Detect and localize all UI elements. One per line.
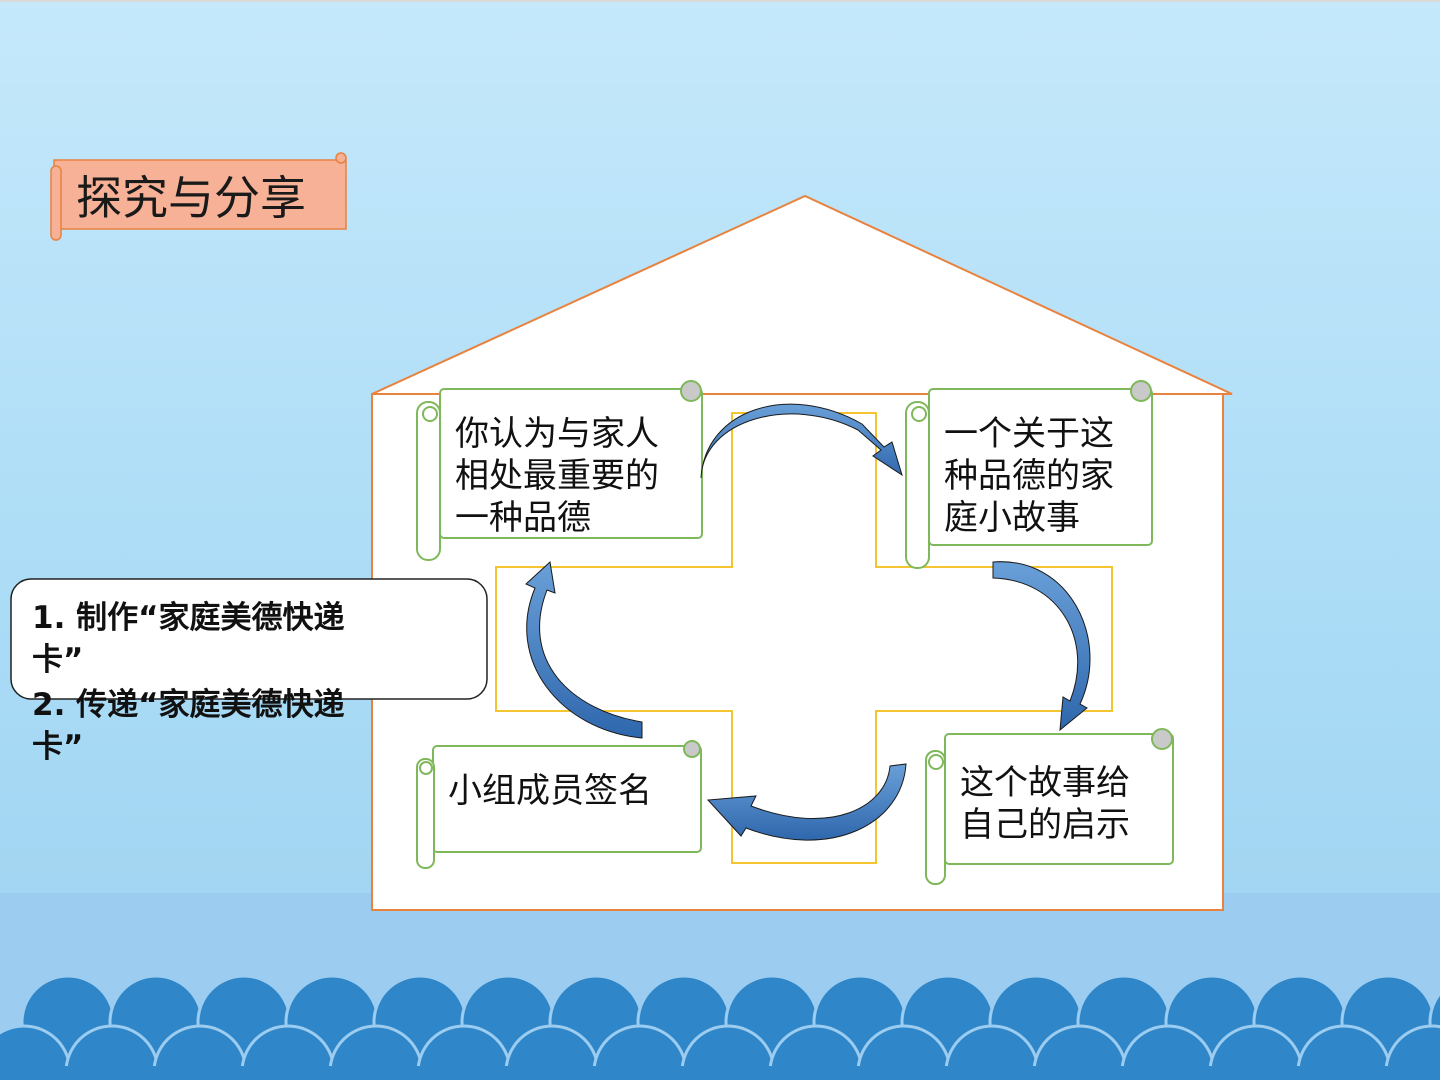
box-top-right-text: 一个关于这 种品德的家 庭小故事 bbox=[944, 413, 1114, 539]
title-banner bbox=[50, 152, 347, 241]
task-item-1-line2: 卡” bbox=[32, 642, 84, 678]
page-title: 探究与分享 bbox=[76, 171, 306, 225]
task-item-1-line1: 1. 制作“家庭美德快递 bbox=[32, 600, 345, 636]
box-line: 小组成员签名 bbox=[448, 771, 652, 811]
arrow-right bbox=[992, 561, 1091, 732]
task-item-2-line1: 2. 传递“家庭美德快递 bbox=[32, 687, 345, 723]
box-line: 相处最重要的 bbox=[455, 456, 659, 496]
box-line: 一种品德 bbox=[455, 498, 591, 538]
arrow-left bbox=[525, 561, 643, 739]
scroll-top-left bbox=[416, 380, 703, 561]
house-roof bbox=[371, 194, 1233, 395]
box-line: 这个故事给 bbox=[960, 763, 1130, 803]
box-line: 你认为与家人 bbox=[455, 414, 659, 454]
scroll-bottom-right bbox=[925, 728, 1174, 885]
task-callout-box bbox=[10, 578, 488, 700]
box-top-left-text: 你认为与家人 相处最重要的 一种品德 bbox=[455, 413, 659, 539]
wave-base bbox=[0, 1066, 1440, 1080]
task-item-1: 1. 制作“家庭美德快递 卡” bbox=[32, 597, 345, 681]
box-line: 一个关于这 bbox=[944, 414, 1114, 454]
scroll-top-right bbox=[905, 380, 1153, 569]
task-item-2: 2. 传递“家庭美德快递 卡” bbox=[32, 684, 345, 768]
box-line: 种品德的家 bbox=[944, 456, 1114, 496]
task-item-2-line2: 卡” bbox=[32, 729, 84, 765]
cross-shape bbox=[495, 412, 1113, 864]
box-line: 庭小故事 bbox=[944, 498, 1080, 538]
arrow-bottom bbox=[706, 763, 907, 841]
arrow-top bbox=[700, 403, 903, 479]
box-bottom-right-text: 这个故事给 自己的启示 bbox=[960, 762, 1130, 846]
box-line: 自己的启示 bbox=[960, 805, 1130, 845]
wave-pattern bbox=[0, 974, 1440, 1080]
scroll-bottom-left bbox=[416, 740, 702, 869]
box-bottom-left-text: 小组成员签名 bbox=[448, 770, 652, 812]
house-diagram bbox=[371, 194, 1233, 911]
